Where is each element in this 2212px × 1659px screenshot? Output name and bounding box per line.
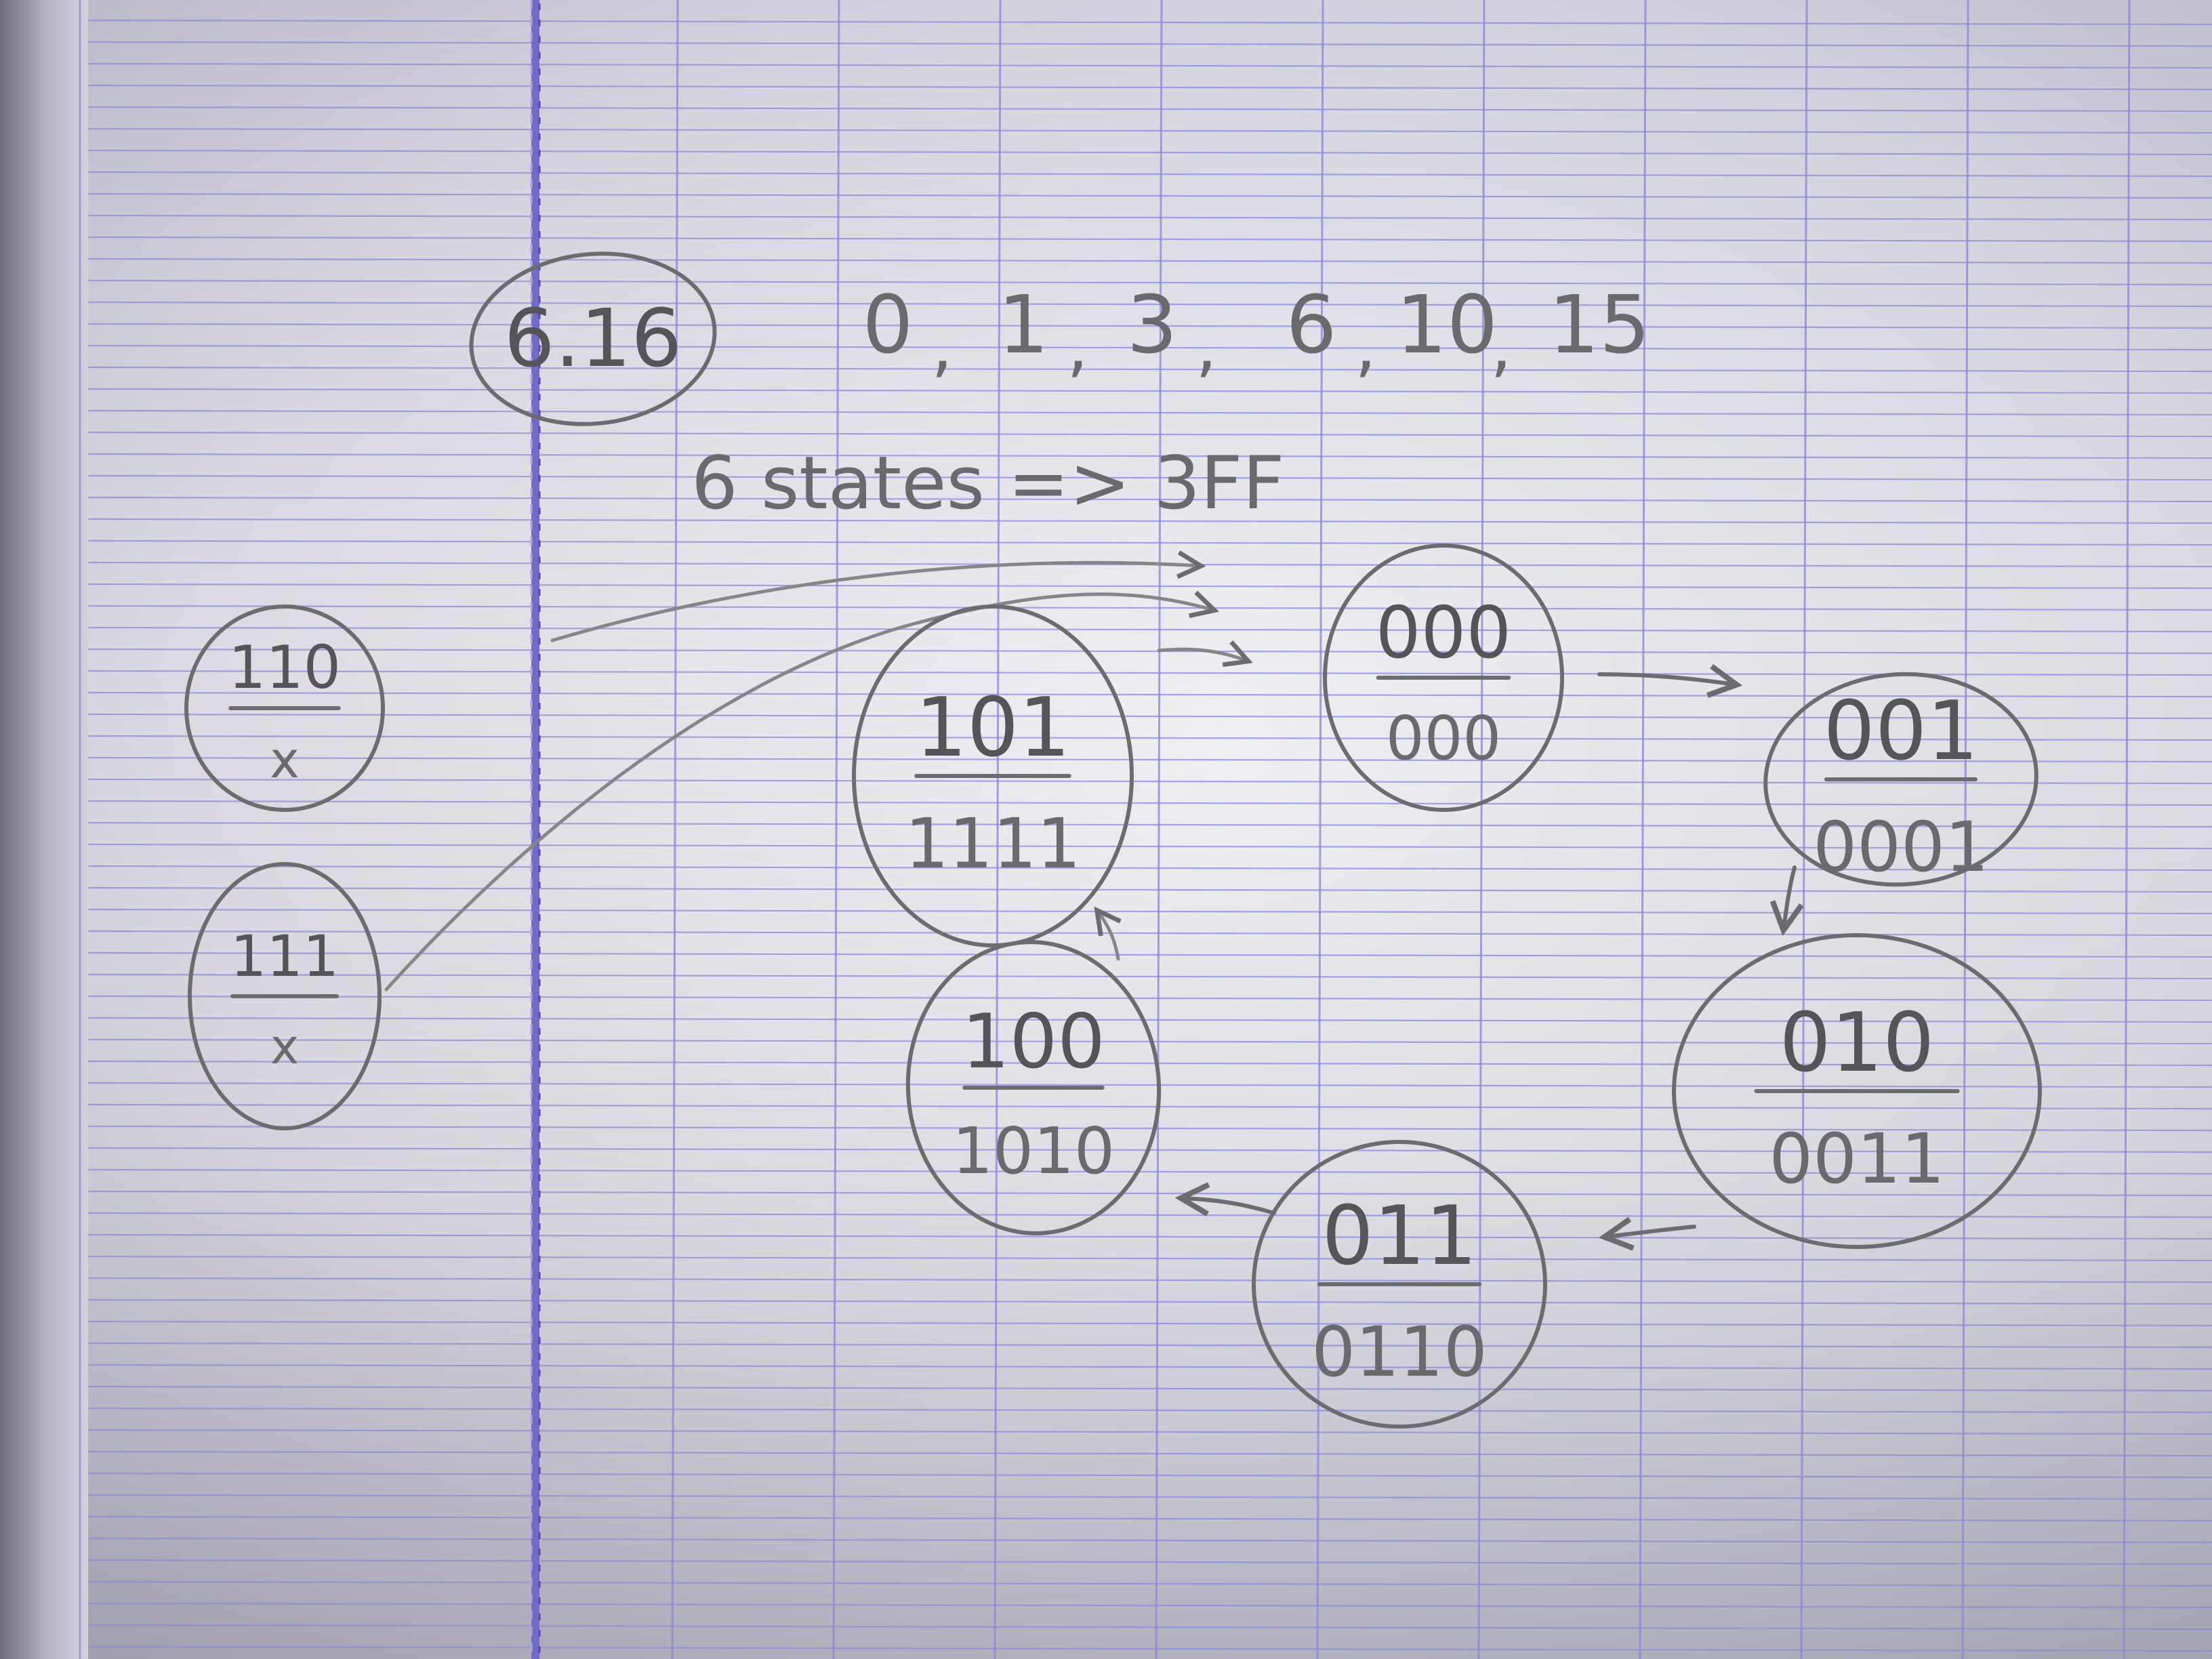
sequence-separator: , xyxy=(1195,306,1217,386)
arrow-000-to-001 xyxy=(1597,674,1735,684)
sequence-list: 0,1,3,6,10,15 xyxy=(862,278,1650,386)
problem-number-group: 6.16 xyxy=(469,251,717,426)
state-node-111: 111 x xyxy=(188,862,382,1130)
states-note: 6 states => 3FF xyxy=(691,441,1285,526)
sequence-separator: , xyxy=(1067,306,1088,386)
state-circle xyxy=(184,605,385,812)
state-circle xyxy=(1323,544,1564,812)
arrow-110-to-000 xyxy=(550,562,1200,642)
state-output: 0011 xyxy=(1769,1119,1945,1200)
sequence-value: 3 xyxy=(1126,278,1177,371)
state-output: 1111 xyxy=(905,804,1081,884)
state-circle xyxy=(1763,672,2039,887)
state-node-011: 011 0110 xyxy=(1252,1140,1547,1429)
state-code: 001 xyxy=(1823,684,1978,779)
state-code: 000 xyxy=(1376,592,1511,674)
transition-arrows xyxy=(384,562,1795,1237)
arrow-001-to-010 xyxy=(1784,865,1795,928)
margin-line xyxy=(530,0,541,1659)
sequence-value: 10 xyxy=(1396,278,1498,371)
arrow-111-to-000 xyxy=(384,594,1213,991)
state-code: 101 xyxy=(915,681,1070,775)
sequence-separator: , xyxy=(1355,306,1376,386)
state-circle xyxy=(1252,1140,1547,1429)
state-node-110: 110 x xyxy=(184,605,385,812)
state-node-001: 001 0001 xyxy=(1763,672,2039,888)
ruled-grid xyxy=(79,0,2212,1659)
state-code: 010 xyxy=(1779,996,1934,1090)
sequence-value: 1 xyxy=(998,278,1048,371)
state-code: 111 xyxy=(230,923,339,989)
sequence-value: 6 xyxy=(1286,278,1336,371)
state-code: 110 xyxy=(228,633,341,702)
problem-number: 6.16 xyxy=(504,291,682,385)
arrow-010-to-011 xyxy=(1606,1227,1696,1237)
state-circle xyxy=(852,605,1134,947)
sequence-value: 15 xyxy=(1549,278,1650,371)
state-node-100: 100 1010 xyxy=(905,940,1162,1235)
state-code: 011 xyxy=(1322,1189,1477,1284)
notebook-binding xyxy=(0,0,88,1659)
arrow-011-to-100 xyxy=(1183,1198,1276,1213)
state-output: x xyxy=(270,731,300,790)
state-node-010: 010 0011 xyxy=(1672,933,2042,1249)
arrow-100-to-101 xyxy=(1098,912,1118,961)
sequence-value: 0 xyxy=(862,278,913,371)
state-circle xyxy=(188,862,382,1130)
state-output: 000 xyxy=(1386,703,1501,774)
arrow-101-to-000 xyxy=(1157,649,1247,661)
state-output: 0110 xyxy=(1311,1312,1488,1393)
state-code: 100 xyxy=(962,998,1105,1086)
sequence-separator: , xyxy=(931,306,953,386)
sequence-separator: , xyxy=(1490,306,1512,386)
state-output: 1010 xyxy=(952,1114,1115,1189)
state-output: x xyxy=(270,1019,299,1075)
state-node-101: 101 1111 xyxy=(852,605,1134,947)
problem-number-circle xyxy=(469,251,717,426)
state-circle xyxy=(1672,933,2042,1249)
state-output: 0001 xyxy=(1813,807,1989,888)
